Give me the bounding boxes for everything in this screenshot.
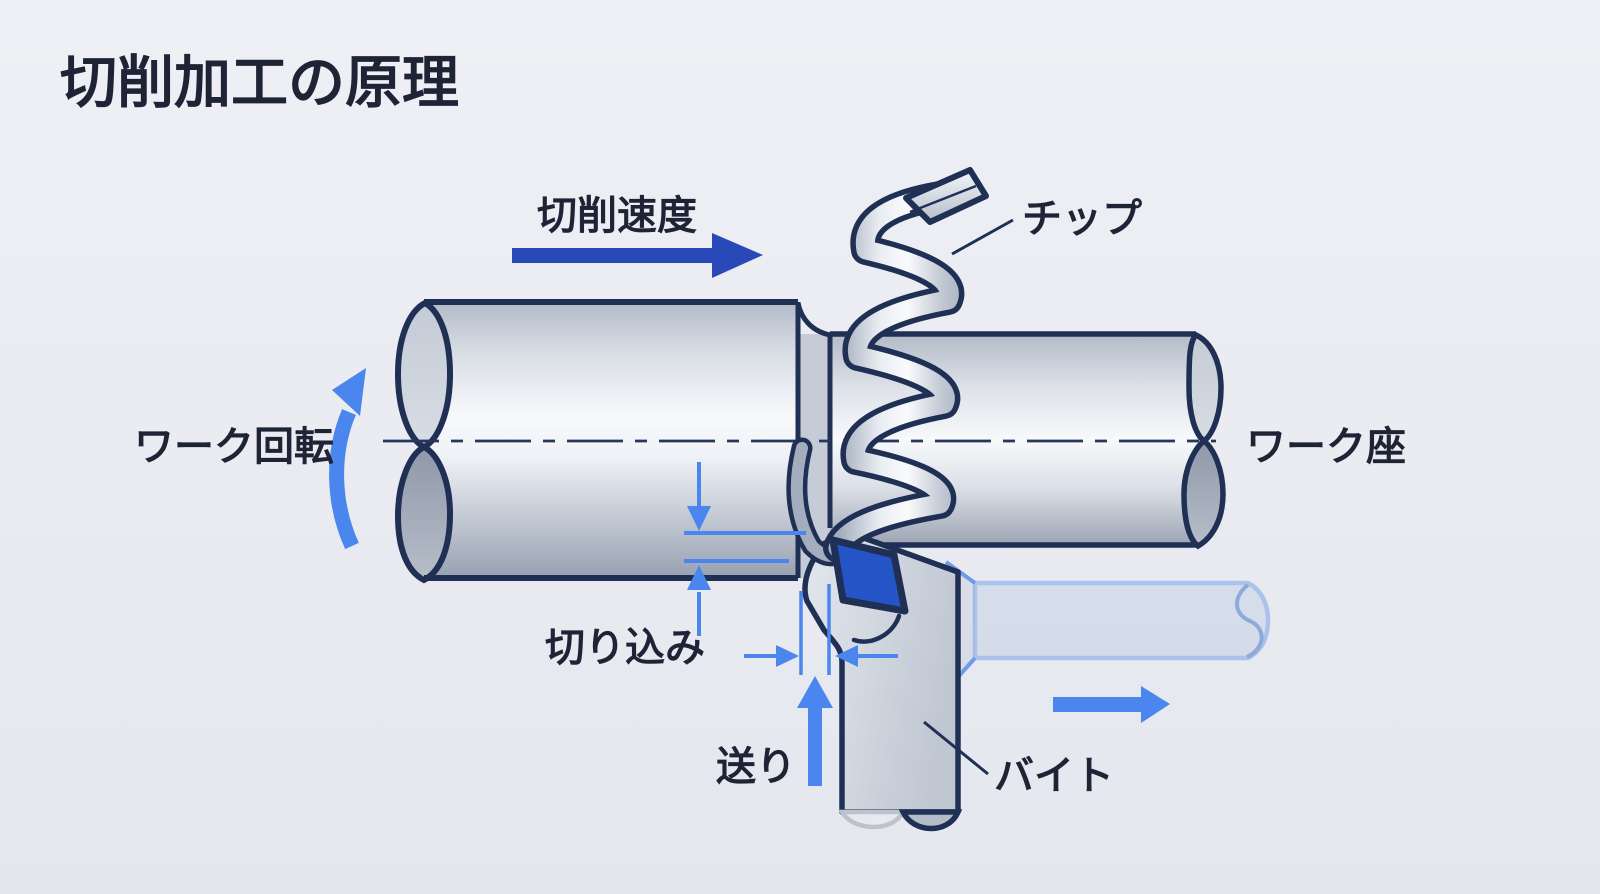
left-end-top-lobe	[394, 299, 454, 451]
label-cutting-speed: 切削速度	[537, 193, 697, 239]
label-tool-bit: バイト	[994, 753, 1114, 799]
depth-arrow-down-head	[687, 506, 711, 531]
tool-holder	[802, 535, 963, 832]
label-chip: チップ	[1022, 196, 1142, 242]
label-feed: 送り	[716, 744, 796, 790]
label-work-axis: ワーク座	[1246, 424, 1406, 470]
page-title: 切削加工の原理	[60, 50, 459, 116]
cutting-insert	[829, 536, 909, 615]
tool-holder-bottom-right-lobe	[898, 809, 963, 832]
rotation-arrow-head	[332, 368, 366, 416]
feed-arrow-head	[797, 676, 833, 708]
depth-arrow-up-head	[687, 565, 711, 590]
rotation-arrow-shaft	[329, 409, 359, 550]
feed-arrow	[797, 676, 833, 786]
tool-nose-hook	[851, 613, 902, 644]
tool-bit-leader-line	[923, 720, 989, 776]
label-work-rotation: ワーク回転	[134, 424, 334, 470]
chip-cap	[903, 167, 989, 225]
carriage-arrow-head	[1141, 686, 1170, 723]
tool-shank-ghost	[944, 560, 1271, 723]
feed-arrow-shaft	[808, 706, 822, 786]
depth-dimension	[684, 462, 806, 636]
cutting-speed-arrow-head	[712, 233, 763, 278]
right-end-bottom-lobe	[1181, 437, 1226, 550]
shank-ghost-body	[972, 580, 1271, 661]
feed-dim-left-head	[835, 645, 858, 667]
chip-cap-edge-line	[909, 184, 977, 214]
chip-spiral	[786, 167, 989, 567]
feed-dim-right-head	[776, 645, 799, 667]
feed-dimension	[744, 584, 898, 675]
label-depth-of-cut: 切り込み	[545, 625, 705, 671]
chip-coil-band	[828, 186, 959, 558]
rotation-arrow	[329, 368, 366, 550]
chip-leader-line	[951, 218, 1014, 256]
left-end-bottom-lobe	[394, 443, 454, 584]
shoulder-fillet	[795, 302, 831, 338]
shank-ghost-end-curve	[1235, 583, 1264, 659]
cutting-speed-arrow	[512, 233, 763, 278]
cutting-speed-arrow-shaft	[512, 248, 714, 263]
carriage-arrow-shaft	[1053, 697, 1141, 712]
